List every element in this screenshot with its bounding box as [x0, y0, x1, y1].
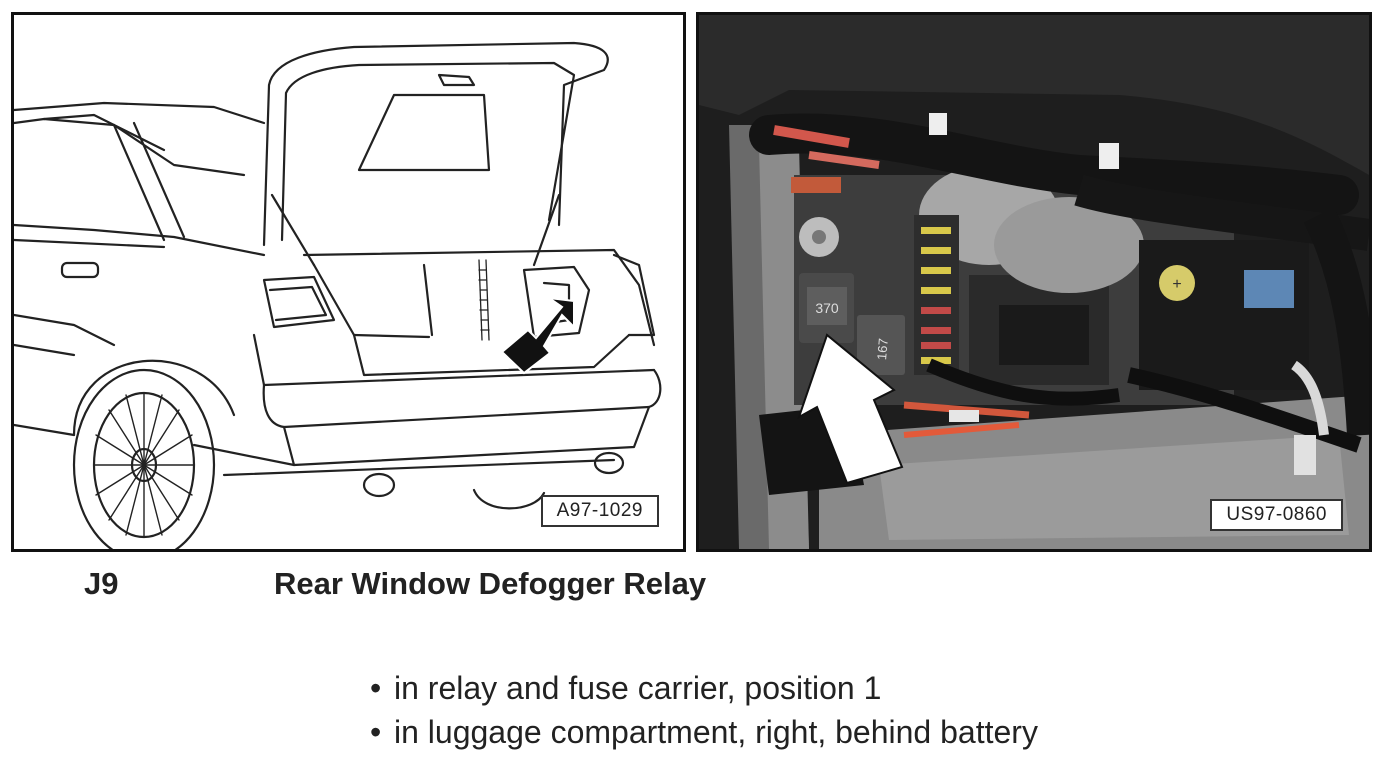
location-text: in luggage compartment, right, behind ba…: [394, 714, 1038, 750]
bullet-icon: •: [370, 714, 382, 750]
arrow-pointing-up-left-icon: [797, 333, 904, 485]
car-illustration-panel: A97-1029: [11, 12, 686, 552]
location-text: in relay and fuse carrier, position 1: [394, 670, 882, 706]
location-list: • in relay and fuse carrier, position 1 •…: [370, 666, 1038, 754]
list-item: • in luggage compartment, right, behind b…: [370, 710, 1038, 754]
car-trunk-drawing: [14, 41, 662, 549]
component-name: Rear Window Defogger Relay: [274, 566, 707, 601]
figure-reference-label: A97-1029: [540, 495, 659, 527]
arrow-pointing-up-right-icon: [500, 297, 575, 375]
relay-marking: 370: [815, 300, 839, 316]
relay-carrier-photo: 370 167 +: [699, 15, 1369, 549]
relay2-marking: 167: [874, 338, 891, 361]
figure-reference-label: US97-0860: [1210, 499, 1343, 531]
list-item: • in relay and fuse carrier, position 1: [370, 666, 1038, 710]
relay-carrier-photo-panel: 370 167 + US97-0860: [696, 12, 1372, 552]
battery-terminal-symbol: +: [1172, 276, 1181, 293]
bullet-icon: •: [370, 670, 382, 706]
component-code: J9: [84, 566, 119, 601]
